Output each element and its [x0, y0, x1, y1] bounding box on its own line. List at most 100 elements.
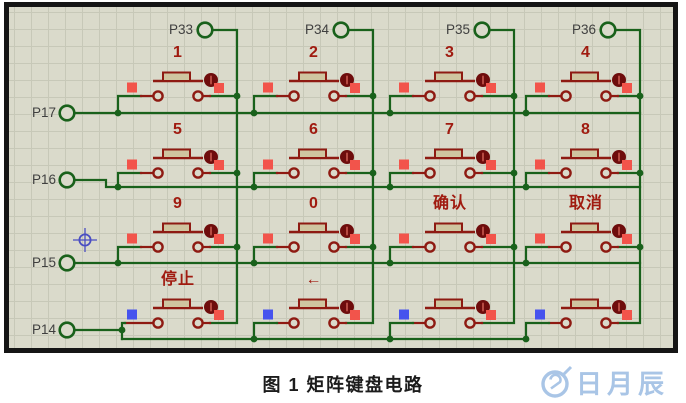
- state-marker-square: [350, 310, 360, 320]
- button-terminal: [464, 90, 476, 102]
- state-marker-square: [263, 82, 273, 93]
- junction-dot: [114, 183, 122, 191]
- state-marker-square: [214, 160, 224, 170]
- button-cap: [298, 298, 327, 309]
- actuator-glyph: [482, 152, 484, 162]
- junction-dot: [522, 335, 530, 343]
- button-terminal: [464, 241, 476, 253]
- button-terminal: [464, 167, 476, 179]
- push-button[interactable]: [399, 71, 496, 102]
- junction-dot: [636, 169, 644, 177]
- junction-dot: [250, 183, 258, 191]
- actuator-glyph: [210, 302, 212, 312]
- button-terminal: [152, 241, 164, 253]
- button-cap: [434, 222, 463, 233]
- key-label: 8: [581, 121, 591, 138]
- push-button[interactable]: [263, 298, 360, 329]
- wire: [116, 245, 143, 265]
- button-terminal: [192, 167, 204, 179]
- key-label: 取消: [568, 195, 603, 212]
- state-marker-square: [350, 83, 360, 93]
- button-cap: [570, 222, 599, 233]
- state-marker-square: [399, 159, 409, 170]
- state-marker-square: [214, 234, 224, 244]
- state-marker-square: [486, 160, 496, 170]
- state-marker-square: [263, 233, 273, 244]
- button-terminal: [600, 167, 612, 179]
- push-button[interactable]: [263, 222, 360, 253]
- watermark: 日月辰: [540, 363, 669, 401]
- state-marker-square: [486, 234, 496, 244]
- junction-dot: [386, 183, 394, 191]
- wire: [252, 245, 279, 265]
- push-button[interactable]: [127, 71, 224, 102]
- push-button[interactable]: [535, 298, 632, 329]
- button-terminal: [424, 241, 436, 253]
- wire: [480, 28, 516, 325]
- button-terminal: [152, 317, 164, 329]
- button-terminal: [288, 167, 300, 179]
- push-button[interactable]: [127, 222, 224, 253]
- push-button[interactable]: [127, 298, 224, 329]
- actuator-glyph: [618, 75, 620, 85]
- push-button[interactable]: [399, 148, 496, 179]
- button-cap: [298, 148, 327, 159]
- wire: [524, 321, 551, 341]
- actuator-glyph: [346, 152, 348, 162]
- terminal-circle: [58, 104, 76, 122]
- button-terminal: [192, 241, 204, 253]
- terminal-circle: [473, 21, 491, 39]
- push-button[interactable]: [535, 148, 632, 179]
- wire: [208, 28, 239, 325]
- terminal-circle: [332, 21, 350, 39]
- junction-dot: [636, 92, 644, 100]
- column-terminal-label: P34: [304, 22, 329, 37]
- state-marker-square: [535, 159, 545, 170]
- actuator-glyph: [618, 302, 620, 312]
- button-terminal: [288, 317, 300, 329]
- button-terminal: [152, 167, 164, 179]
- button-cap: [162, 298, 191, 309]
- push-button[interactable]: [535, 71, 632, 102]
- push-button[interactable]: [399, 222, 496, 253]
- junction-dot: [233, 243, 241, 251]
- button-terminal: [560, 167, 572, 179]
- button-cap: [162, 222, 191, 233]
- actuator-glyph: [482, 226, 484, 236]
- push-button[interactable]: [263, 71, 360, 102]
- junction-dot: [369, 92, 377, 100]
- junction-dot: [369, 243, 377, 251]
- key-label: 3: [445, 44, 455, 61]
- button-cap: [434, 71, 463, 82]
- junction-dot: [636, 243, 644, 251]
- junction-dot: [118, 326, 126, 334]
- state-marker-square: [622, 83, 632, 93]
- terminal-circle: [58, 321, 76, 339]
- row-terminal-label: P14: [31, 322, 56, 337]
- push-button[interactable]: [263, 148, 360, 179]
- actuator-glyph: [482, 302, 484, 312]
- state-marker-square: [535, 309, 545, 320]
- watermark-logo-icon: [541, 365, 573, 398]
- button-terminal: [424, 90, 436, 102]
- actuator-glyph: [210, 226, 212, 236]
- key-label: 7: [445, 121, 455, 138]
- button-cap: [570, 148, 599, 159]
- junction-dot: [510, 243, 518, 251]
- key-label: 9: [173, 195, 183, 212]
- key-label: 2: [309, 44, 319, 61]
- push-button[interactable]: [127, 148, 224, 179]
- state-marker-square: [486, 83, 496, 93]
- actuator-glyph: [618, 152, 620, 162]
- junction-dot: [250, 109, 258, 117]
- button-cap: [570, 298, 599, 309]
- button-cap: [162, 148, 191, 159]
- terminal-circle: [58, 171, 76, 189]
- push-button[interactable]: [399, 298, 496, 329]
- state-marker-square: [535, 233, 545, 244]
- button-terminal: [424, 167, 436, 179]
- junction-dot: [386, 259, 394, 267]
- push-button[interactable]: [535, 222, 632, 253]
- key-label: 5: [173, 121, 183, 138]
